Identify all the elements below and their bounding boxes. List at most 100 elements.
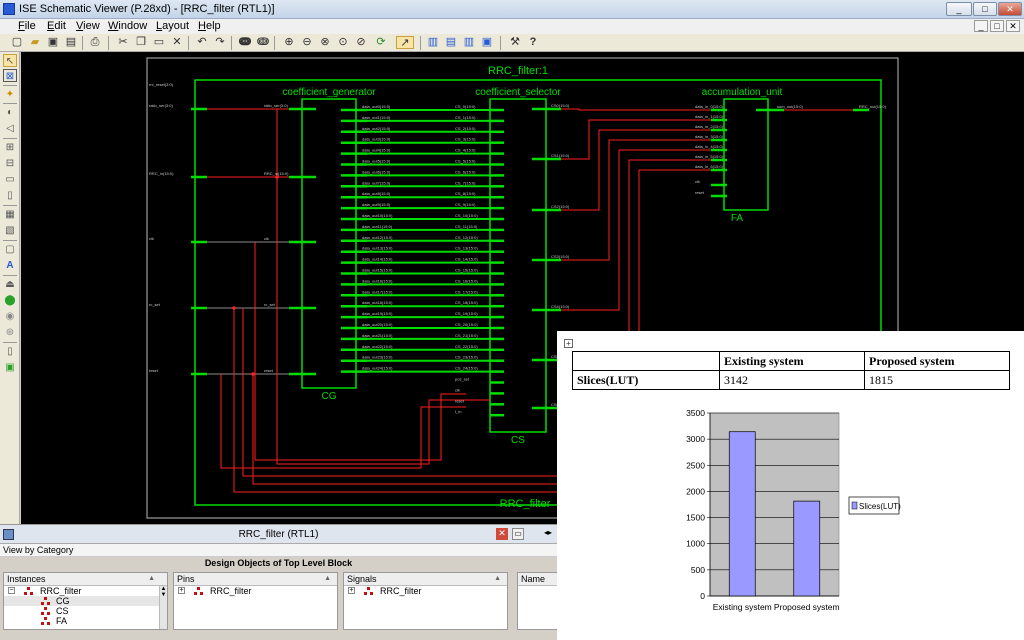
pin-label: CS_11(15:0) [455, 224, 478, 229]
panel-close-button[interactable]: ✕ [496, 528, 508, 540]
menu-edit[interactable]: Edit [47, 20, 66, 32]
sort-icon[interactable]: ▲ [324, 575, 331, 582]
pin-label: sum_out(15:0) [777, 104, 803, 109]
properties-column[interactable]: Name [517, 572, 561, 630]
stop-icon[interactable]: ◉ [5, 311, 15, 322]
expand-icon[interactable]: ▭ [5, 174, 15, 185]
pins-root-row[interactable]: + RRC_filter [174, 586, 337, 596]
expand-icon[interactable]: + [348, 587, 355, 594]
instance-row[interactable]: FA [4, 616, 167, 626]
pin-label: rc_set [264, 302, 276, 307]
close-button[interactable]: ✕ [998, 2, 1022, 16]
cut-icon[interactable]: ✂ [118, 36, 128, 48]
pin-label: data_out19(15:0) [362, 311, 393, 316]
tile-vertical-icon[interactable]: ▥ [463, 36, 475, 48]
find-next-icon[interactable]: ↈ [256, 36, 270, 48]
next-icon[interactable]: ⬤ [4, 295, 16, 306]
signals-root-row[interactable]: + RRC_filter [344, 586, 507, 596]
export-icon[interactable]: ▯ [7, 346, 13, 357]
help-icon[interactable]: ? [529, 36, 537, 48]
expand-icon[interactable]: + [178, 587, 185, 594]
paste-icon[interactable]: ▭ [153, 36, 165, 48]
pins-header-label: Pins [177, 574, 195, 584]
arrange-icon[interactable]: ▣ [481, 36, 493, 48]
delete-icon[interactable]: ✕ [172, 36, 182, 48]
hierarchy-icon[interactable]: ⊠ [3, 69, 17, 82]
route-icon[interactable]: ✦ [5, 89, 15, 100]
copy-icon[interactable]: ❐ [136, 36, 146, 48]
settings-icon[interactable]: ⚒ [510, 36, 520, 48]
sort-icon[interactable]: ▲ [494, 575, 501, 582]
panel-restore-button[interactable]: ▭ [512, 528, 524, 540]
view-by-category-label[interactable]: View by Category [3, 545, 74, 555]
top-title: RRC_filter:1 [488, 65, 548, 77]
select-tool-icon[interactable]: ↗ [396, 36, 414, 49]
info-icon[interactable]: ⊛ [5, 327, 15, 338]
pins-header[interactable]: Pins ▲ [174, 573, 337, 586]
hierarchy-red-icon [364, 587, 373, 595]
minimize-button[interactable]: _ [946, 2, 972, 16]
text-icon[interactable]: ▢ [5, 244, 15, 255]
save-icon[interactable]: ▣ [47, 36, 59, 48]
forward-icon[interactable]: ▧ [5, 225, 15, 236]
menu-window[interactable]: Window [108, 20, 148, 32]
ratio-net [276, 109, 490, 465]
back-icon[interactable]: ▦ [5, 209, 15, 220]
zoom-selected-icon[interactable]: ⊘ [356, 36, 366, 48]
collapse-icon[interactable]: − [8, 587, 15, 594]
push-into-icon[interactable]: ◐ [6, 107, 14, 118]
instance-row[interactable]: CG [4, 596, 167, 606]
zoom-area-icon[interactable]: ⊙ [338, 36, 348, 48]
cs-instance-label: CS [511, 435, 525, 446]
undo-icon[interactable]: ↶ [197, 36, 207, 48]
pins-column[interactable]: Pins ▲ + RRC_filter [173, 572, 338, 630]
view-by-bar[interactable]: View by Category [0, 544, 557, 557]
panel-scroll-arrows-icon[interactable]: ◂▸ [544, 528, 553, 537]
tile-horizontal-icon[interactable]: ▤ [445, 36, 457, 48]
collapse-icon[interactable]: ▯ [7, 190, 13, 201]
zoom-in-icon[interactable]: ⊕ [284, 36, 294, 48]
save-all-icon[interactable]: ▤ [65, 36, 77, 48]
menu-file[interactable]: File [18, 20, 36, 32]
maximize-button[interactable]: □ [973, 2, 997, 16]
instance-root-row[interactable]: − RRC_filter [4, 586, 167, 596]
sort-icon[interactable]: ▲ [148, 575, 155, 582]
schematic-canvas[interactable]: RRC_filter:1 RRC_filter coefficient_gene… [21, 52, 1024, 524]
properties-header[interactable]: Name [518, 573, 560, 586]
find-icon[interactable]: ↈ [238, 36, 252, 48]
sheet-border [146, 57, 899, 519]
menu-layout[interactable]: Layout [156, 20, 190, 32]
pin-icon[interactable]: A [6, 260, 14, 271]
pointer-icon[interactable]: ↖ [3, 54, 17, 67]
cascade-icon[interactable]: ▥ [427, 36, 439, 48]
open-icon[interactable]: ▰ [30, 36, 40, 48]
menu-view[interactable]: View [76, 20, 100, 32]
remove-icon[interactable]: ⊟ [5, 158, 15, 169]
mdi-close-button[interactable]: ✕ [1006, 20, 1020, 32]
pop-out-icon[interactable]: ◁ [6, 123, 14, 134]
pin-label: data_out10(15:0) [362, 213, 393, 218]
table-cell: 1815 [864, 370, 1010, 390]
add-icon[interactable]: ⊞ [5, 142, 15, 153]
pin-label: CS_22(15:0) [455, 344, 478, 349]
move-handle-icon[interactable]: + [564, 339, 573, 348]
signals-header[interactable]: Signals ▲ [344, 573, 507, 586]
zoom-full-icon[interactable]: ⊗ [320, 36, 330, 48]
menu-help[interactable]: Help [198, 20, 221, 32]
prev-icon[interactable]: ⏏ [5, 279, 15, 290]
mdi-restore-button[interactable]: □ [990, 20, 1004, 32]
green-box-icon[interactable]: ▣ [5, 362, 15, 373]
instances-scrollbar[interactable]: ▲▼ [159, 586, 167, 629]
instance-row[interactable]: CS [4, 606, 167, 616]
mdi-minimize-button[interactable]: _ [974, 20, 988, 32]
clk-net [242, 308, 631, 477]
new-icon[interactable]: ▢ [11, 36, 23, 48]
zoom-out-icon[interactable]: ⊖ [302, 36, 312, 48]
instances-column[interactable]: Instances ▲ − RRC_filter CG CS FA ▲▼ [3, 572, 168, 630]
instances-header[interactable]: Instances ▲ [4, 573, 167, 586]
redo-icon[interactable]: ↷ [215, 36, 225, 48]
print-icon[interactable]: ⎙ [90, 36, 100, 48]
refresh-icon[interactable]: ⟳ [376, 36, 386, 48]
signals-column[interactable]: Signals ▲ + RRC_filter [343, 572, 508, 630]
table-row: Slices(LUT) 3142 1815 [572, 370, 1010, 390]
